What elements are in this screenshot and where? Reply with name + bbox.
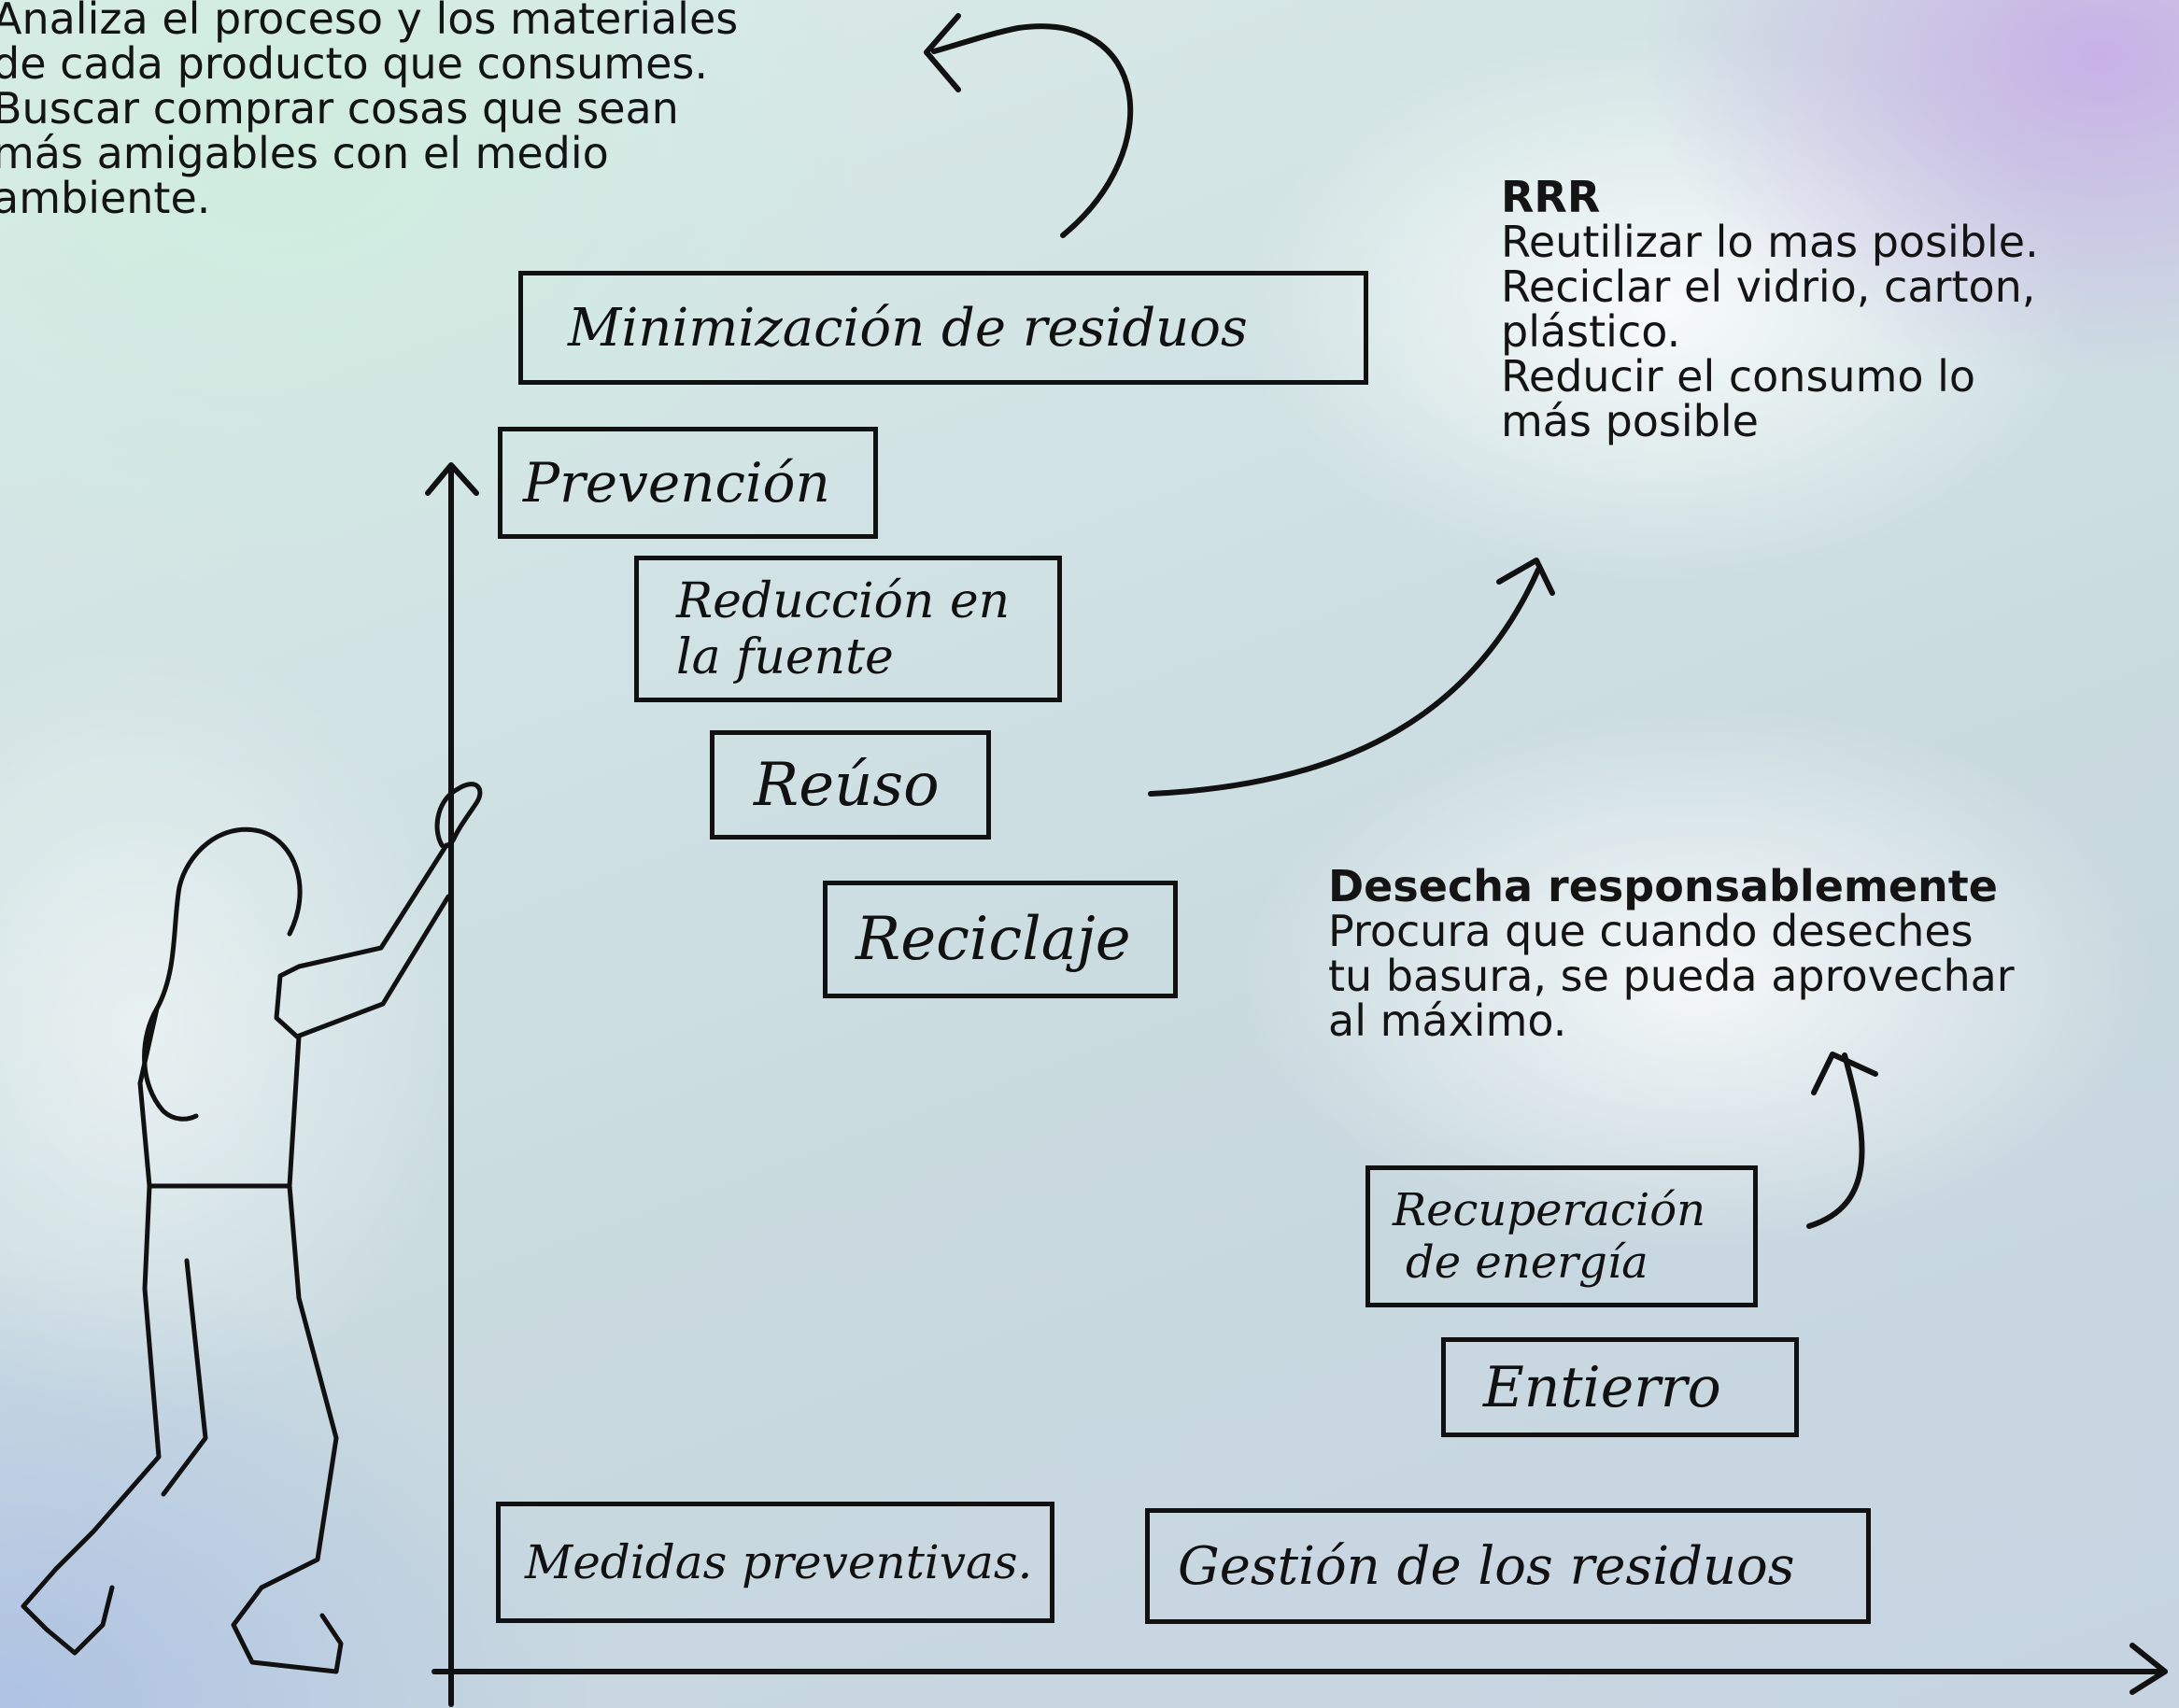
note-desecha-title: Desecha responsablemente (1328, 861, 1998, 911)
note-desecha: Desecha responsablemente Procura que cua… (1328, 864, 2150, 1043)
box-reduccion: Reducción en la fuente (634, 556, 1062, 702)
box-reuso: Reúso (710, 730, 991, 840)
box-medidas-preventivas: Medidas preventivas. (496, 1502, 1054, 1623)
box-recuperacion-label-line2: de energía (1406, 1236, 1648, 1289)
box-entierro: Entierro (1441, 1337, 1799, 1437)
note-rrr-text: Reutilizar lo mas posible. Reciclar el v… (1501, 217, 2039, 446)
box-prevencion: Prevención (498, 427, 878, 539)
box-entierro-label: Entierro (1483, 1354, 1721, 1420)
note-rrr-title: RRR (1501, 172, 1601, 222)
box-recuperacion-label-line1: Recuperación (1393, 1184, 1706, 1236)
curved-arrow-top (931, 23, 1134, 238)
note-rrr: RRR Reutilizar lo mas posible. Reciclar … (1501, 175, 2155, 444)
curved-arrow-rrr (1148, 567, 1541, 797)
box-gestion-residuos-label: Gestión de los residuos (1178, 1535, 1795, 1597)
note-desecha-text: Procura que cuando deseches tu basura, s… (1328, 906, 2015, 1046)
person-illustration (21, 782, 483, 1674)
box-recuperacion: Recuperación de energía (1365, 1165, 1758, 1307)
curved-arrow-desecha (1806, 1052, 1865, 1229)
box-prevencion-label: Prevención (523, 451, 830, 515)
box-reduccion-label-line2: la fuente (676, 628, 894, 685)
box-reuso-label: Reúso (754, 750, 940, 820)
box-reciclaje-label: Reciclaje (856, 905, 1131, 974)
note-top-left: Analiza el proceso y los materiales de c… (0, 0, 852, 220)
curved-arrow-top-head (924, 13, 961, 92)
note-top-left-text: Analiza el proceso y los materiales de c… (0, 0, 739, 223)
box-reduccion-label-line1: Reducción en (676, 572, 1011, 629)
box-minimizacion: Minimización de residuos (518, 271, 1368, 385)
box-medidas-preventivas-label: Medidas preventivas. (525, 1535, 1033, 1589)
x-axis-arrowhead (2129, 1643, 2168, 1695)
y-axis-arrowhead (425, 462, 479, 496)
curved-arrow-desecha-head (1811, 1052, 1878, 1095)
box-reciclaje: Reciclaje (823, 881, 1178, 998)
box-gestion-residuos: Gestión de los residuos (1145, 1508, 1871, 1624)
box-minimizacion-label: Minimización de residuos (568, 297, 1248, 359)
curved-arrow-rrr-head (1496, 558, 1555, 596)
